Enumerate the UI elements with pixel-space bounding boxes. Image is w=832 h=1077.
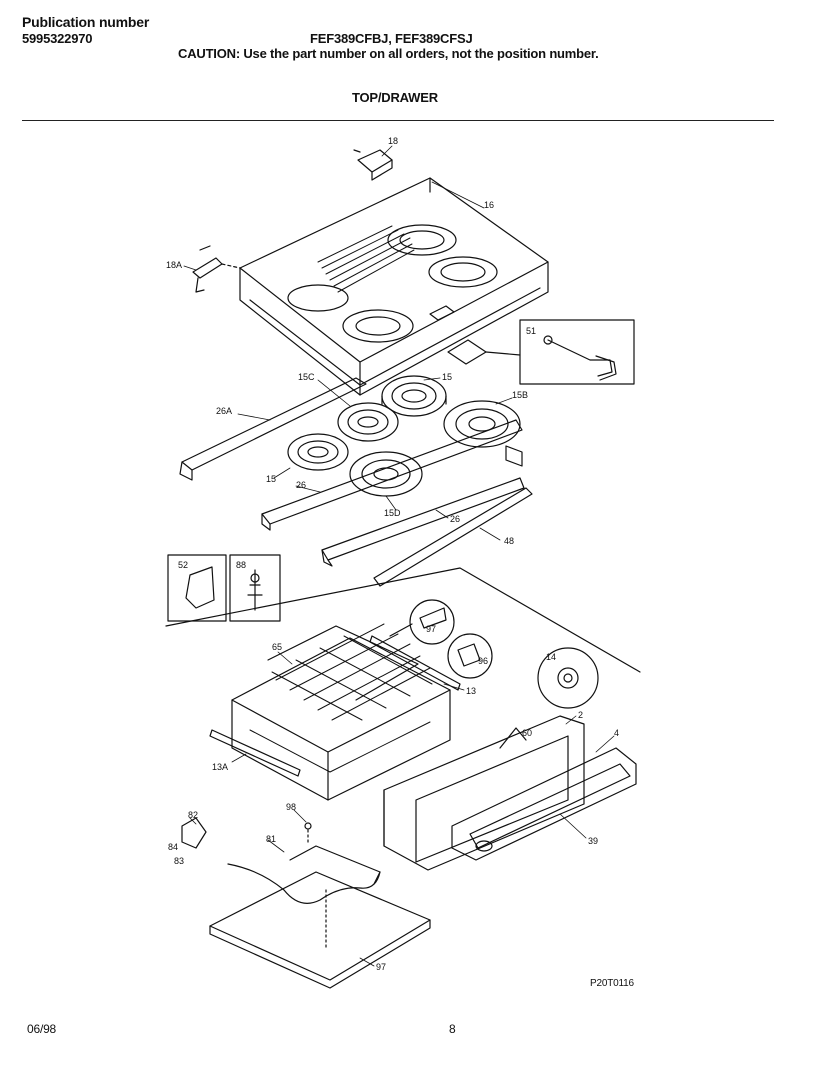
callout-leaders [183, 145, 615, 967]
bracket-18a-part [192, 245, 241, 293]
drawer-assembly [165, 567, 641, 871]
callout-15-top: 15 [442, 372, 452, 382]
revision-date: 06/98 [27, 1022, 57, 1036]
page-number: 8 [449, 1022, 456, 1036]
callout-15d: 15D [384, 508, 401, 518]
callout-98: 98 [286, 802, 296, 812]
callout-81: 81 [266, 834, 276, 844]
callout-83: 83 [174, 856, 184, 866]
callout-84: 84 [168, 842, 178, 852]
callout-18a: 18A [166, 260, 182, 270]
publication-number-label: Publication number [22, 14, 150, 30]
cooktop-assembly [239, 177, 549, 396]
callout-60: 60 [522, 728, 532, 738]
callout-16: 16 [484, 200, 494, 210]
callout-26a: 26A [216, 406, 232, 416]
drawer-bottom-assembly [181, 817, 431, 989]
publication-number: 5995322970 [22, 31, 93, 46]
callout-2: 2 [578, 710, 583, 720]
callout-39: 39 [588, 836, 598, 846]
callout-4: 4 [614, 728, 619, 738]
callout-88: 88 [236, 560, 246, 570]
callout-96: 96 [478, 656, 488, 666]
callout-26: 26 [296, 480, 306, 490]
callout-14: 14 [546, 652, 556, 662]
callout-97-bottom: 97 [376, 962, 386, 972]
caution-note: CAUTION: Use the part number on all orde… [178, 46, 599, 61]
terminal-block-inset [447, 319, 635, 385]
surface-elements [179, 375, 533, 587]
callout-82: 82 [188, 810, 198, 820]
callout-18-top: 18 [388, 136, 398, 146]
vent-clip-part [353, 149, 393, 181]
model-numbers: FEF389CFBJ, FEF389CFSJ [310, 31, 473, 46]
diagram-id: P20T0116 [590, 978, 634, 989]
callout-numbers: 18 16 18A 51 15C 15 15B 26A 15 26 15D 26… [166, 136, 619, 972]
callout-26-lower: 26 [450, 514, 460, 524]
section-title: TOP/DRAWER [352, 90, 438, 105]
header-divider [22, 120, 774, 121]
callout-15b: 15B [512, 390, 528, 400]
callout-48: 48 [504, 536, 514, 546]
callout-97-screw: 97 [426, 624, 436, 634]
callout-51: 51 [526, 326, 536, 336]
callout-65: 65 [272, 642, 282, 652]
callout-52: 52 [178, 560, 188, 570]
callout-13: 13 [466, 686, 476, 696]
callout-15c: 15C [298, 372, 315, 382]
knob-screw-insets [167, 554, 281, 622]
callout-15-left: 15 [266, 474, 276, 484]
callout-13a: 13A [212, 762, 228, 772]
